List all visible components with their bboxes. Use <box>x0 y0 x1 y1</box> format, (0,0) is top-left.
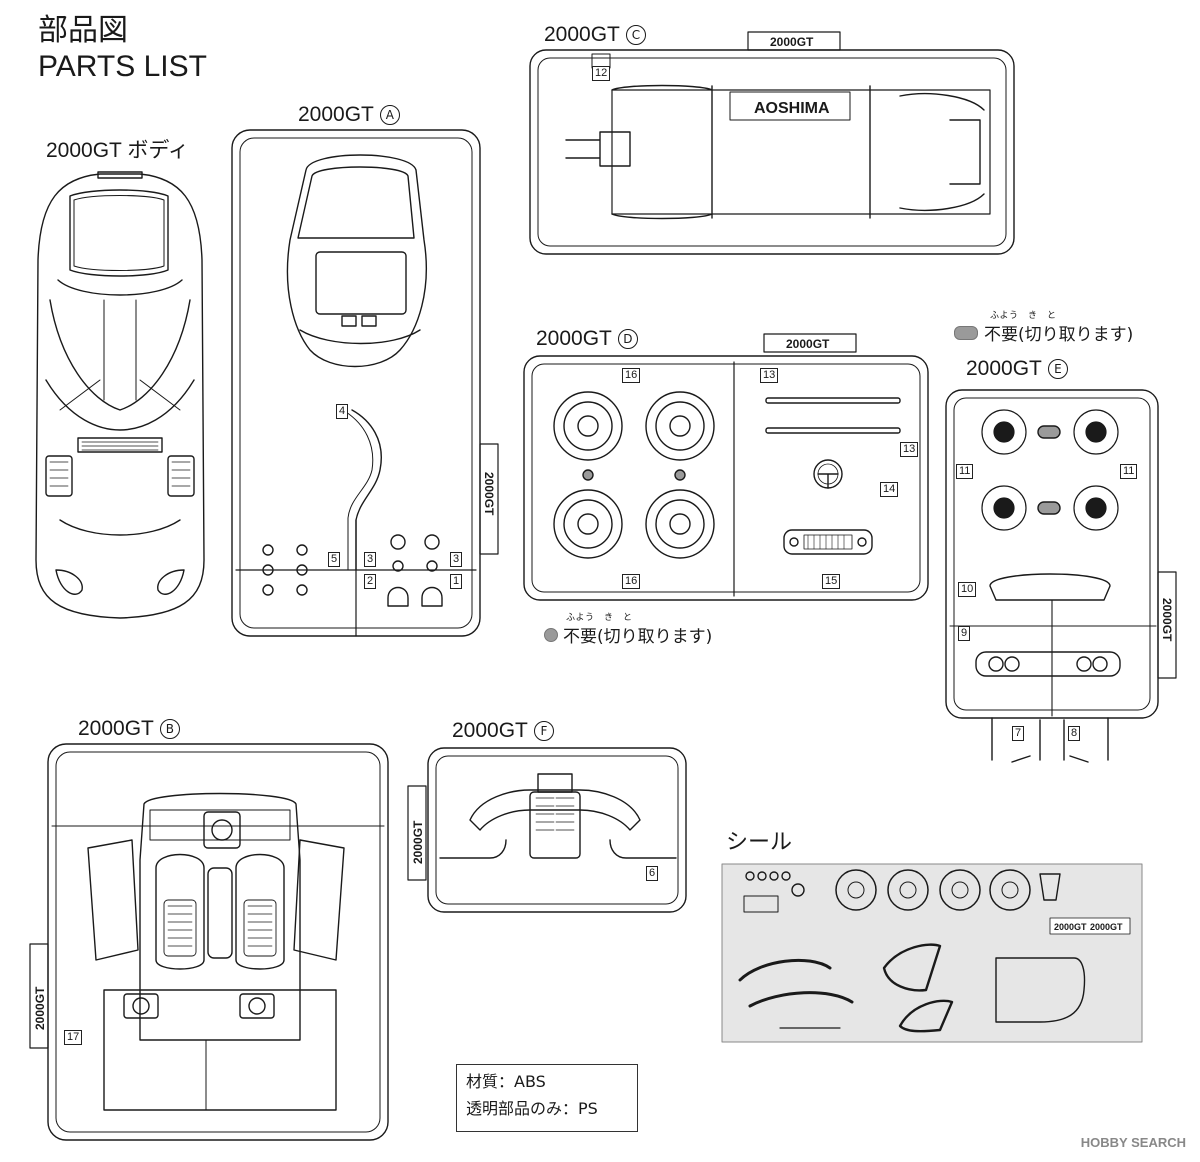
part-number-e-7: 7 <box>1012 726 1025 741</box>
part-number-e-11a: 11 <box>956 464 974 479</box>
decal-strip-1: 2000GT <box>1054 922 1087 932</box>
decal-strip-2: 2000GT <box>1090 922 1123 932</box>
part-number-e-8: 8 <box>1068 726 1081 741</box>
sprue-d-letter-badge: D <box>617 329 638 349</box>
sprue-d-drawing <box>523 333 929 601</box>
page-title-japanese: 部品図 <box>38 13 128 48</box>
sprue-e-drawing <box>945 389 1177 763</box>
sprue-a-name: 2000GT <box>298 103 374 126</box>
part-number-e-9: 9 <box>958 626 971 641</box>
part-number-d-13b: 13 <box>900 442 919 457</box>
part-number-c-12: 12 <box>592 66 611 81</box>
body-drawing <box>35 171 205 619</box>
sprue-e-name: 2000GT <box>966 357 1042 380</box>
part-number-b-17: 17 <box>64 1030 83 1045</box>
part-number-a-3b: 3 <box>450 552 463 567</box>
unneeded-ruby-top: ふよう き と <box>990 311 1057 321</box>
unneeded-note-bottom: 不要(切り取ります) <box>544 628 712 646</box>
sprue-b-name: 2000GT <box>78 717 154 740</box>
part-number-d-14: 14 <box>880 482 899 497</box>
decal-label: シール <box>726 830 793 855</box>
decal-sheet-drawing: 2000GT 2000GT <box>721 863 1143 1043</box>
part-number-f-6: 6 <box>646 866 659 881</box>
part-number-a-4: 4 <box>336 404 349 419</box>
sprue-f-name: 2000GT <box>452 719 528 742</box>
unneeded-note-top: 不要(切り取ります) <box>954 326 1133 344</box>
sprue-c-tag: 2000GT <box>770 35 814 49</box>
part-number-a-2: 2 <box>364 574 377 589</box>
sprue-c-letter-badge: C <box>625 25 646 45</box>
unneeded-ruby-bottom: ふよう き と <box>566 613 633 623</box>
cut-marker-dot-icon <box>544 628 558 642</box>
part-number-a-1: 1 <box>450 574 463 589</box>
part-number-e-10: 10 <box>958 582 977 597</box>
part-number-a-5: 5 <box>328 552 341 567</box>
sprue-b-letter-badge: B <box>159 719 180 739</box>
sprue-e-tag: 2000GT <box>1160 598 1174 642</box>
page-title-english: PARTS LIST <box>38 50 207 83</box>
sprue-c-drawing <box>529 31 1015 255</box>
unneeded-text-top: 不要(切り取ります) <box>984 325 1134 345</box>
unneeded-text-bottom: 不要(切り取ります) <box>563 627 713 647</box>
sprue-b-tag: 2000GT <box>33 986 47 1030</box>
part-number-d-16a: 16 <box>622 368 641 383</box>
sprue-d-tag: 2000GT <box>786 337 830 351</box>
part-number-d-13a: 13 <box>760 368 779 383</box>
cut-marker-pill-icon <box>954 326 978 340</box>
part-number-d-15: 15 <box>822 574 841 589</box>
aoshima-logo: AOSHIMA <box>754 100 830 117</box>
part-number-d-16b: 16 <box>622 574 641 589</box>
material-line-1: 材質：ABS <box>466 1072 546 1091</box>
sprue-f-tag: 2000GT <box>411 820 425 864</box>
sprue-f-drawing <box>407 747 687 913</box>
material-box: 材質：ABS 透明部品のみ：PS <box>456 1064 638 1132</box>
body-label: 2000GT ボディ <box>46 139 189 162</box>
sprue-b-drawing <box>29 743 389 1141</box>
sprue-d-name: 2000GT <box>536 327 612 350</box>
material-line-2: 透明部品のみ：PS <box>466 1099 598 1118</box>
part-number-e-11b: 11 <box>1120 464 1138 479</box>
sprue-a-drawing <box>231 129 499 637</box>
sprue-f-letter-badge: F <box>533 721 554 741</box>
watermark: HOBBY SEARCH <box>1080 1135 1186 1150</box>
sprue-e-letter-badge: E <box>1047 359 1068 379</box>
part-number-a-3a: 3 <box>364 552 377 567</box>
sprue-a-letter-badge: A <box>379 105 400 125</box>
sprue-a-tag: 2000GT <box>482 472 496 516</box>
sprue-c-name: 2000GT <box>544 23 620 46</box>
